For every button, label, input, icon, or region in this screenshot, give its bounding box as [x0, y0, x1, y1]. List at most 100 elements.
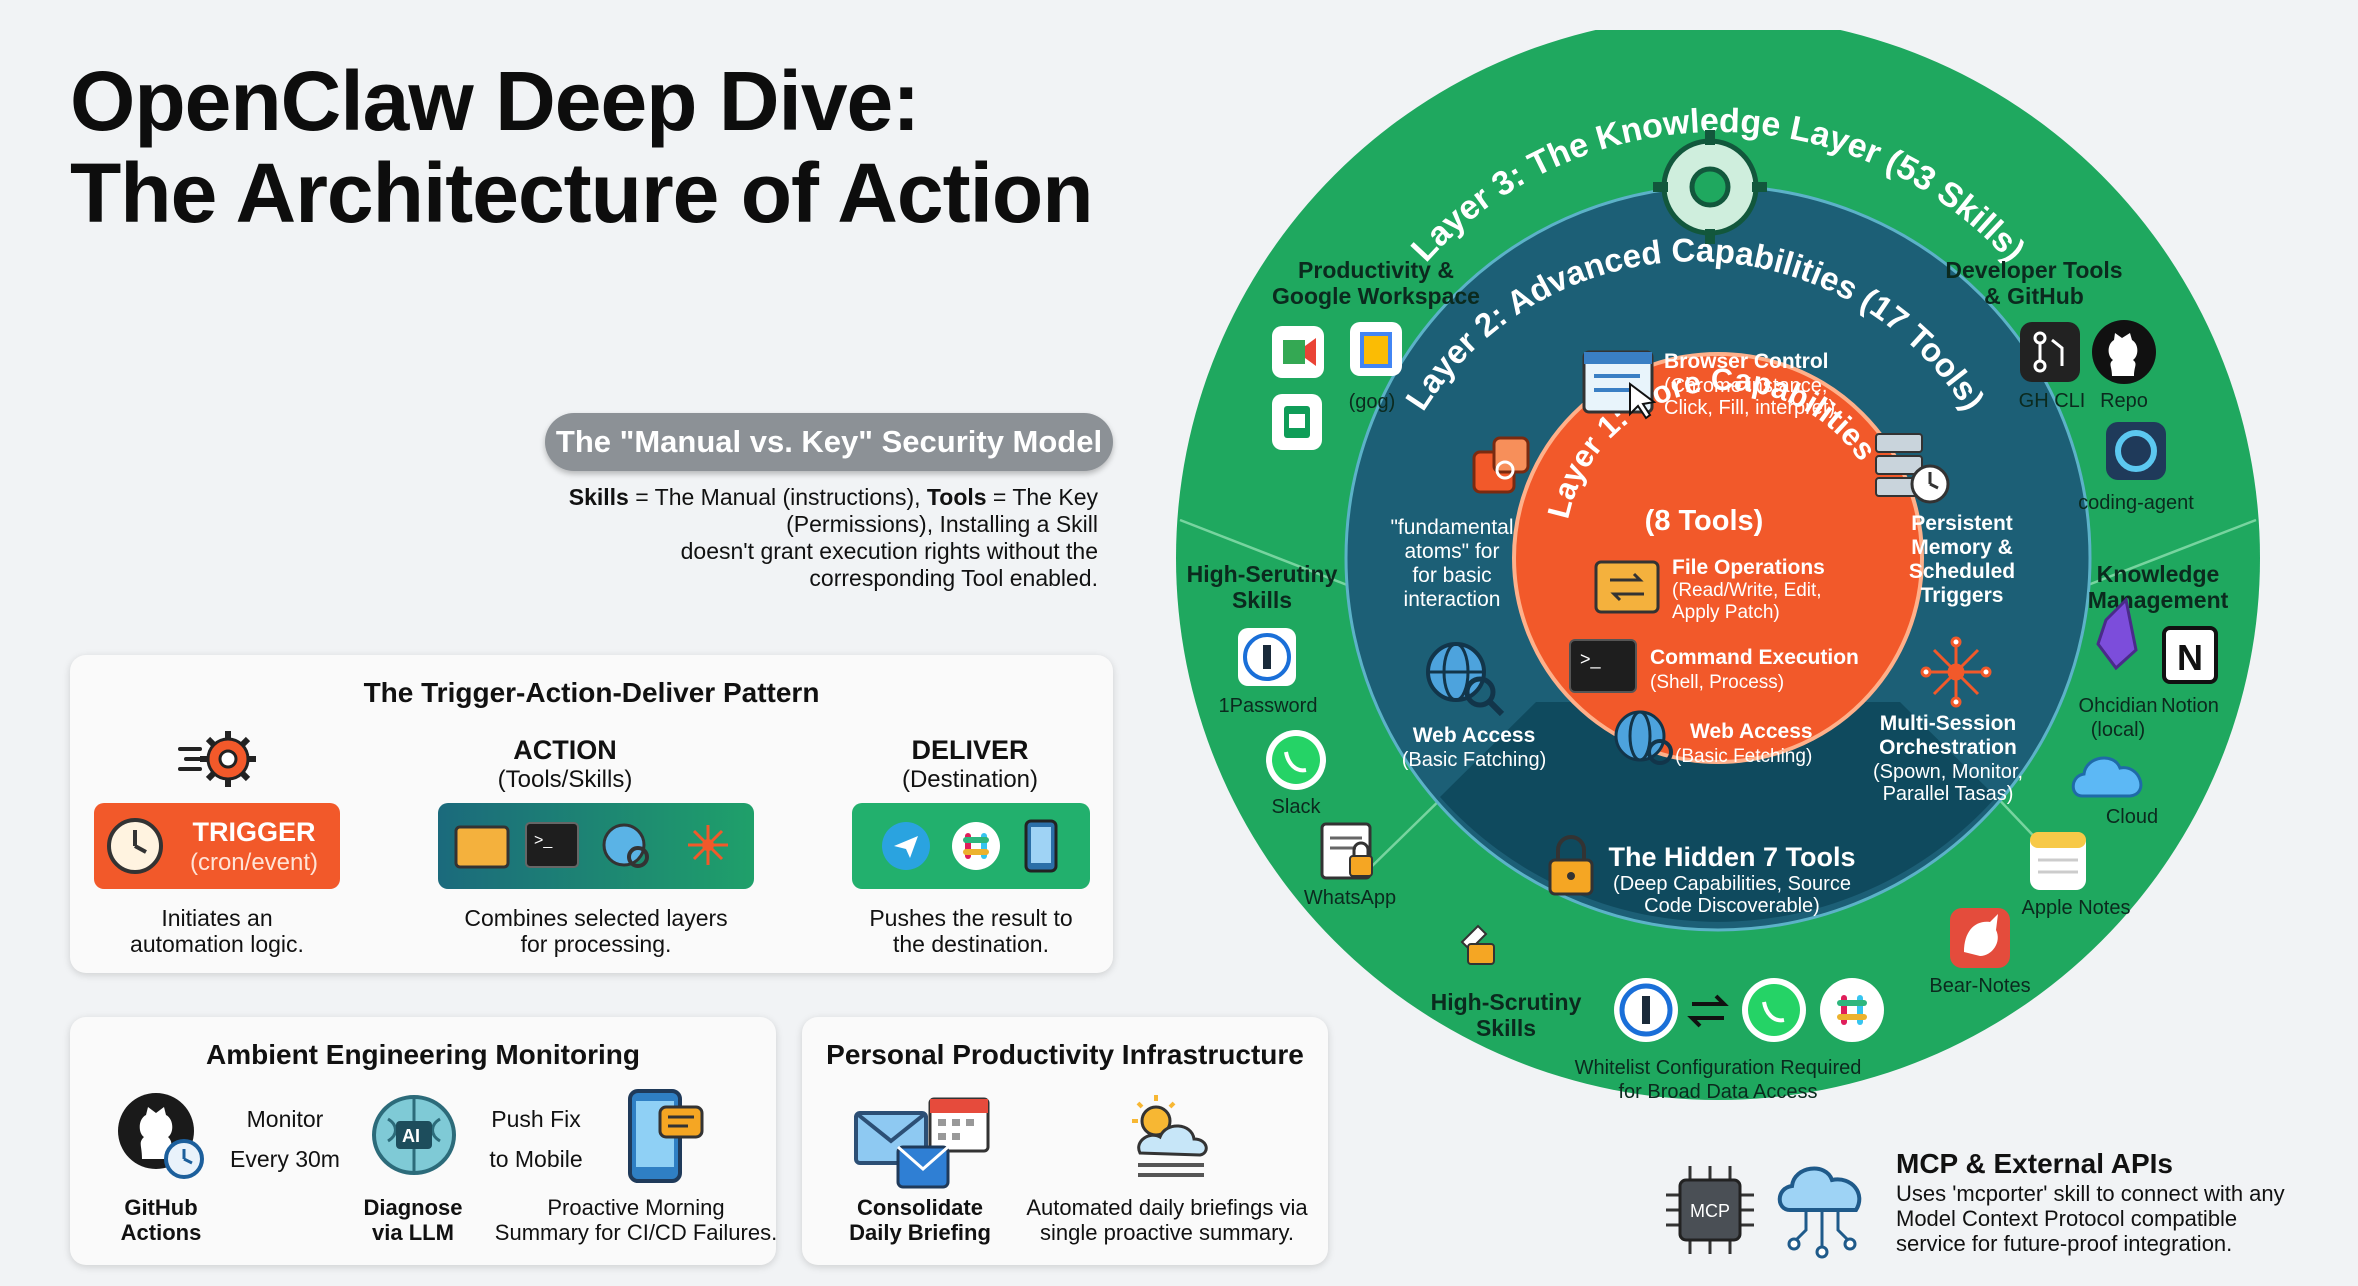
mcp-title: MCP & External APIs — [1896, 1148, 2173, 1179]
multi-session-line-2: Orchestration — [1879, 736, 2017, 759]
obsidian-label-1: Ohcidian — [2079, 695, 2158, 717]
exchange-arrows-icon — [1687, 994, 1729, 1028]
proactive-line-2: Summary for CI/CD Failures. — [494, 1220, 778, 1245]
apple-notes-label: Apple Notes — [2022, 897, 2131, 919]
hs-onepassword-icon — [1614, 978, 1678, 1042]
dev-label-2: & GitHub — [1984, 283, 2084, 309]
prod-label-1: Productivity & — [1298, 257, 1454, 283]
onepassword-icon — [1238, 628, 1296, 686]
hs-whatsapp-icon — [1742, 978, 1806, 1042]
mobile-notification-icon — [620, 1085, 710, 1190]
hs-label-1: High-Serutiny — [1187, 561, 1338, 587]
web-access-1-sub: (Basic Fetching) — [1675, 746, 1812, 767]
hidden-tools-title: The Hidden 7 Tools — [1608, 842, 1855, 872]
multi-session-line-4: Parallel Tasas) — [1883, 783, 2014, 805]
tools-term: Tools — [926, 484, 987, 510]
svg-text:>_: >_ — [534, 832, 553, 849]
action-icons: >_ — [454, 822, 728, 869]
github-actions-label: GitHub Actions — [86, 1195, 236, 1245]
hs-slack-icon — [1820, 978, 1884, 1042]
web-globe-icon — [1426, 642, 1505, 717]
personal-card: Personal Productivity Infrastructure Con… — [802, 1017, 1328, 1265]
gog-label: (gog) — [1349, 391, 1396, 413]
trigger-desc: Initiates an automation logic. — [90, 905, 344, 957]
file-ops-line-3: Apply Patch) — [1672, 602, 1780, 623]
slack-whatsapp-icon — [1266, 730, 1326, 790]
push-line-1: Push Fix — [491, 1106, 581, 1132]
consolidate-line-1: Consolidate — [857, 1195, 983, 1220]
proactive-line-1: Proactive Morning — [547, 1195, 725, 1220]
title-line-2: The Architecture of Action — [70, 146, 1094, 240]
multi-session-line-3: (Spown, Monitor, — [1873, 761, 2023, 783]
hsb-label-2: Skills — [1476, 1015, 1536, 1041]
action-box: >_ — [438, 803, 754, 889]
atoms-line-3: for basic — [1412, 564, 1491, 587]
whatsapp-label: WhatsApp — [1304, 887, 1396, 909]
deliver-heading: DELIVER (Destination) — [850, 735, 1090, 794]
security-line-2: (Permissions), Installing a Skill — [786, 511, 1098, 537]
hs-lock-icon — [1460, 924, 1495, 965]
automated-line-1: Automated daily briefings via — [1026, 1195, 1308, 1220]
gh-line-1: GitHub — [124, 1195, 198, 1220]
mcp-info: MCP & External APIs Uses 'mcporter' skil… — [1896, 1147, 2336, 1256]
gh-cli-icon — [2020, 322, 2080, 382]
pattern-title: The Trigger-Action-Deliver Pattern — [363, 677, 820, 708]
ai-brain-icon: AI — [368, 1089, 460, 1186]
whatsapp-lock-icon — [1320, 822, 1373, 880]
mcp-desc-1: Uses 'mcporter' skill to connect with an… — [1896, 1181, 2285, 1206]
multi-session-line-1: Multi-Session — [1880, 712, 2017, 735]
action-heading: ACTION (Tools/Skills) — [400, 735, 730, 794]
github-icon — [116, 1089, 208, 1186]
atoms-line-2: atoms" for — [1405, 540, 1500, 563]
ambient-card: Ambient Engineering Monitoring Monitor E… — [70, 1017, 777, 1265]
cloud-label: Cloud — [2106, 806, 2158, 828]
orchestration-icon — [1920, 636, 1992, 708]
memory-line-1: Persistent — [1911, 512, 2013, 535]
memory-schedule-icon — [1875, 433, 1950, 504]
deliver-desc: Pushes the result to the destination. — [830, 905, 1112, 957]
security-line-4: corresponding Tool enabled. — [809, 565, 1098, 591]
obsidian-icon — [2096, 596, 2138, 671]
telegram-icon — [894, 836, 918, 858]
mcp-desc-2: Model Context Protocol compatible — [1896, 1206, 2238, 1231]
clock-icon — [106, 817, 164, 880]
bear-notes-icon — [1950, 908, 2010, 968]
monitor-line-2: Every 30m — [230, 1146, 340, 1172]
command-exec-sub: (Shell, Process) — [1650, 672, 1784, 693]
gear-icon — [178, 725, 258, 789]
coding-agent-icon — [2106, 422, 2166, 480]
security-model-text: Skills = The Manual (instructions), Tool… — [520, 484, 1098, 592]
monitor-line-1: Monitor — [246, 1106, 324, 1132]
deliver-label: DELIVER — [911, 735, 1029, 765]
skills-def: = The Manual (instructions), — [628, 484, 927, 510]
google-sheets-icon — [1272, 394, 1322, 450]
obsidian-label-2: (local) — [2091, 719, 2145, 741]
weather-icon — [1120, 1091, 1220, 1196]
browser-control-icon — [1582, 350, 1657, 420]
file-ops-line-2: (Read/Write, Edit, — [1672, 580, 1822, 601]
diagnose-line-1: Diagnose — [363, 1195, 463, 1220]
diagnose-line-2: via LLM — [372, 1220, 454, 1245]
browser-control-title: Browser Control — [1664, 350, 1829, 373]
onepass-label: 1Password — [1219, 695, 1318, 717]
trigger-box: TRIGGER (cron/event) — [94, 803, 340, 889]
puzzle-atoms-icon — [1472, 436, 1530, 494]
web-access-2-sub: (Basic Fatching) — [1402, 749, 1547, 771]
cloud-icon — [2071, 756, 2143, 798]
cloud-network-icon — [1772, 1158, 1872, 1267]
hs-label-2: Skills — [1232, 587, 1292, 613]
web-access-2-title: Web Access — [1413, 724, 1536, 747]
deliver-sub: (Destination) — [901, 766, 1039, 793]
action-desc-2: for processing. — [520, 931, 672, 957]
svg-text:N: N — [2177, 637, 2203, 678]
dev-label-1: Developer Tools — [1945, 257, 2122, 283]
hsb-label-1: High-Scrutiny — [1431, 989, 1582, 1015]
km-label-1: Knowledge — [2097, 561, 2220, 587]
security-model-pill: The "Manual vs. Key" Security Model — [545, 413, 1113, 471]
apple-notes-icon — [2030, 832, 2086, 890]
title-line-1: OpenClaw Deep Dive: — [70, 54, 920, 148]
prod-label-2: Google Workspace — [1272, 283, 1480, 309]
knowledge-gear-icon — [1653, 130, 1767, 244]
notion-icon: N — [2162, 626, 2218, 684]
km-label-2: Management — [2088, 587, 2229, 613]
